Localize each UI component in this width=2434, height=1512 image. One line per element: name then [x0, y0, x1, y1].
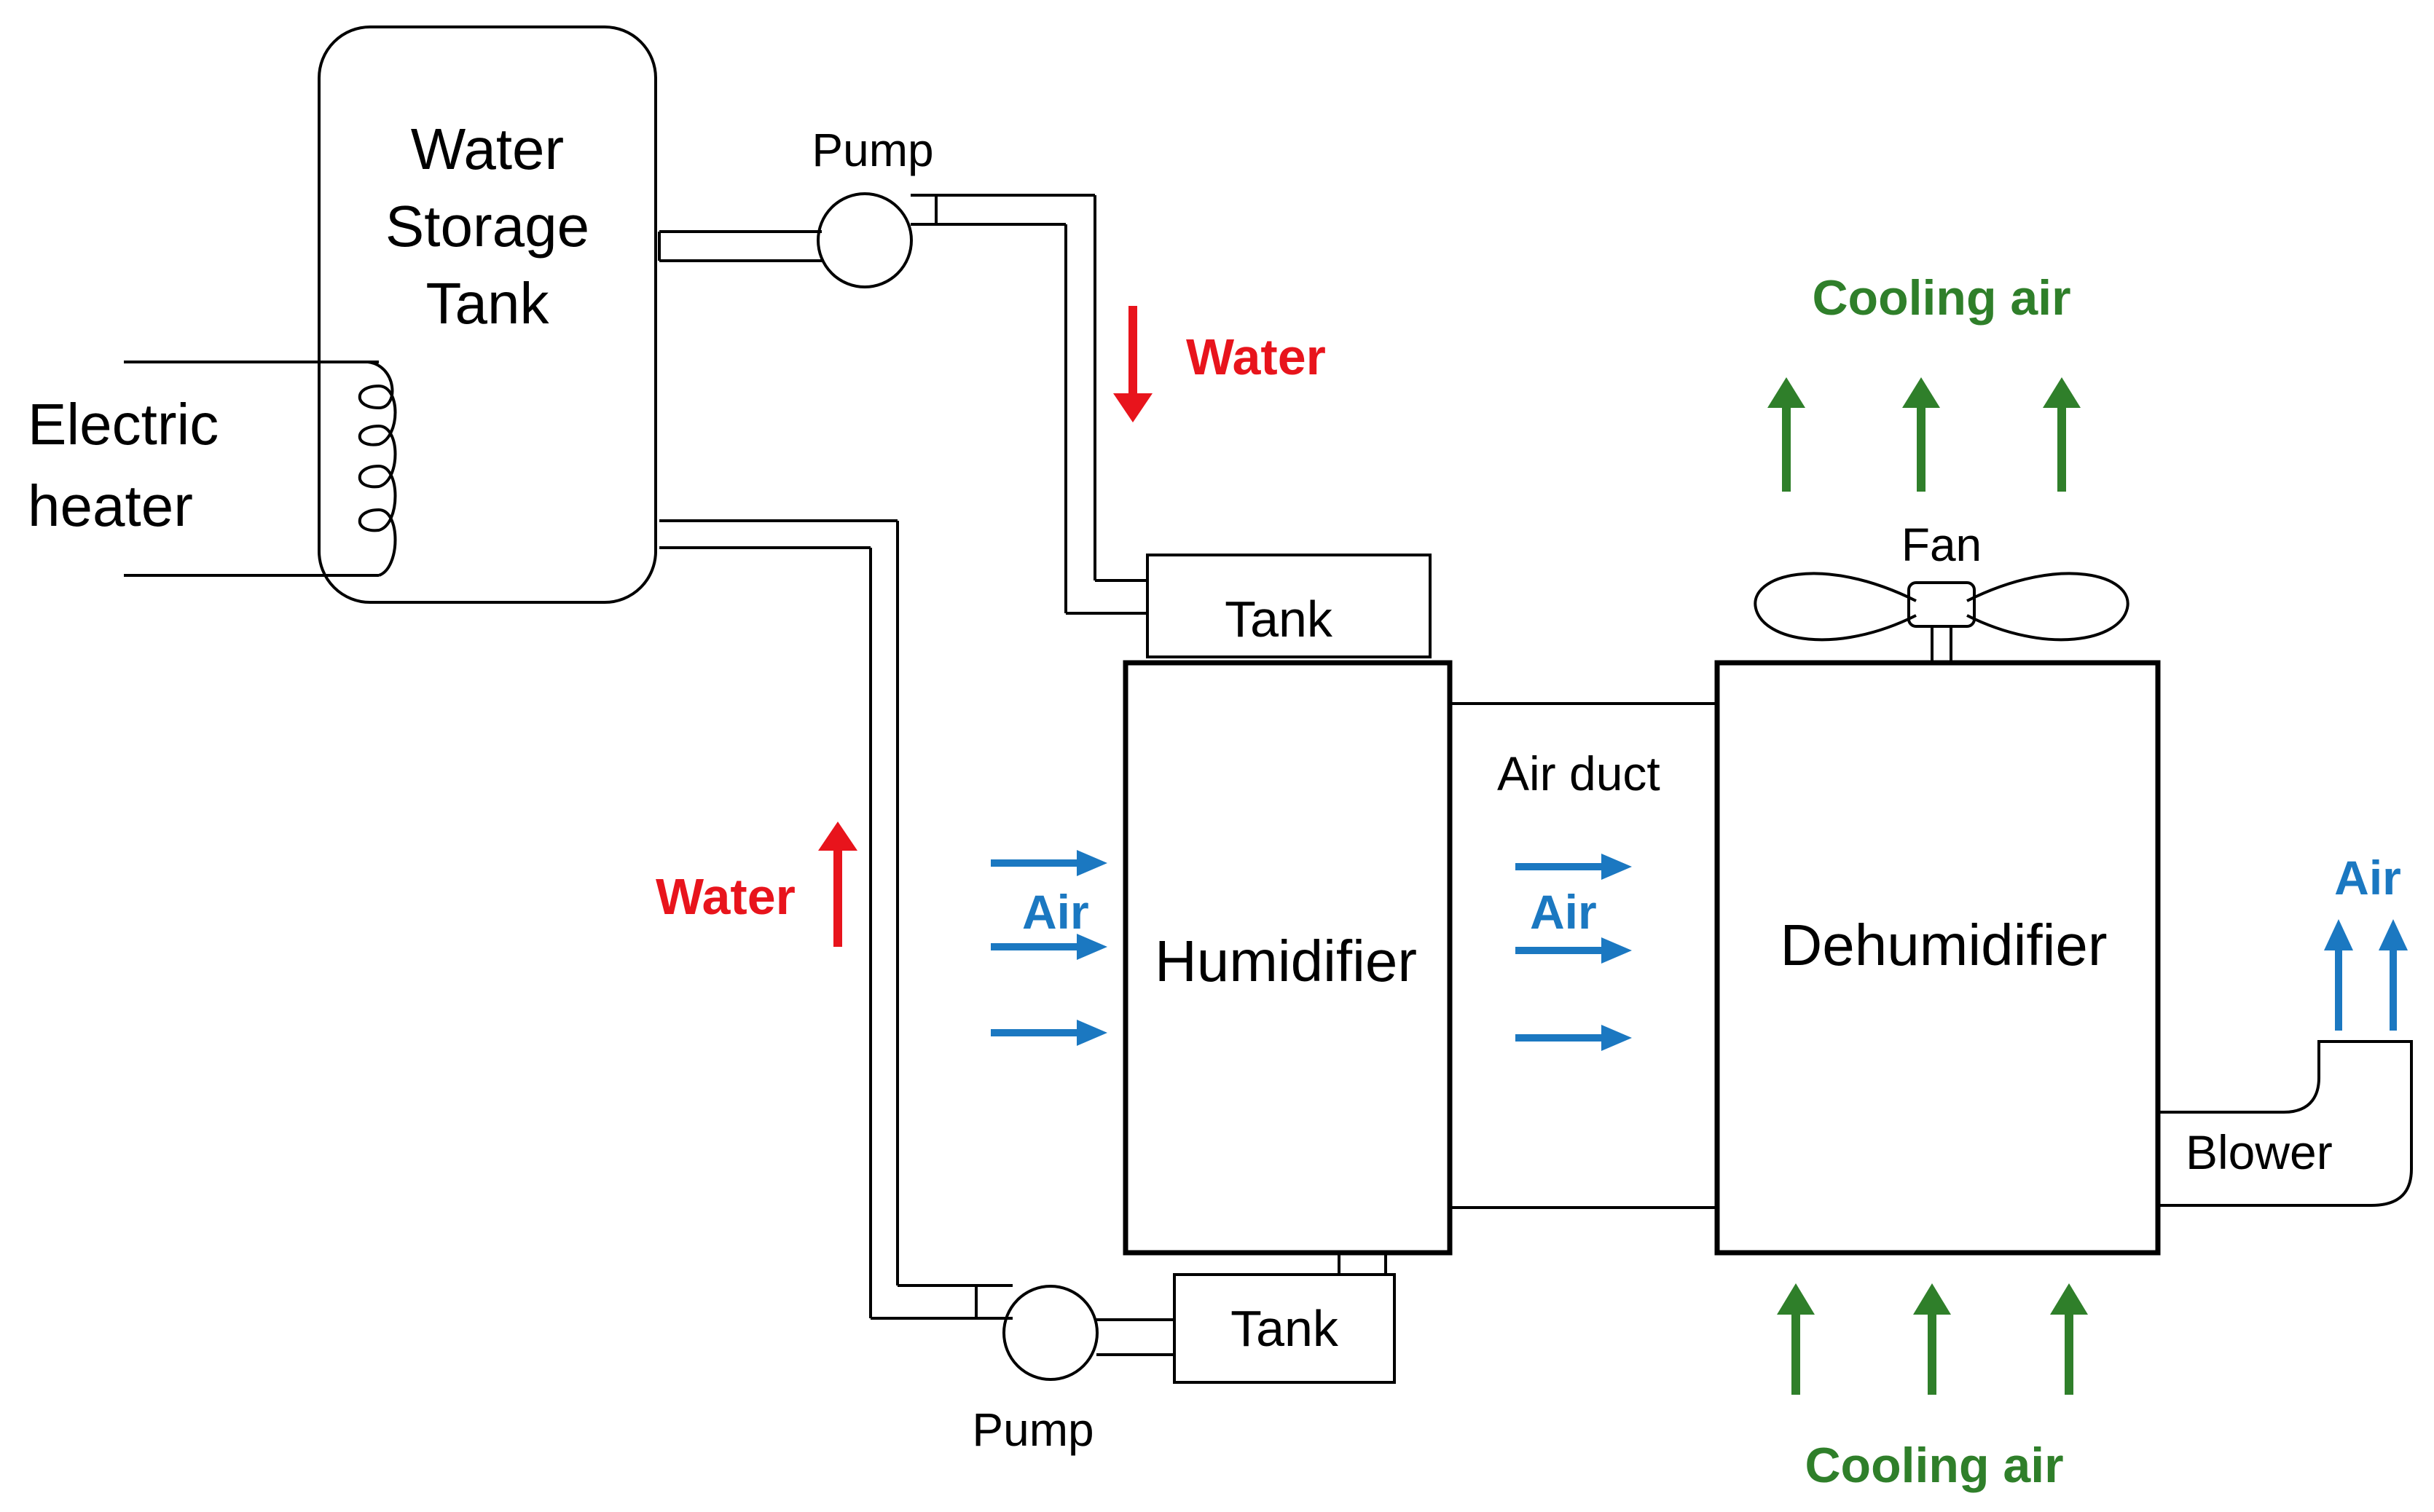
water-up-arrow: [818, 822, 857, 947]
water-down-arrow: [1113, 306, 1153, 422]
pump-tank-pipe: [1096, 1318, 1174, 1356]
electric-heater-label-2: heater: [28, 473, 193, 538]
cooling-air-top-label: Cooling air: [1812, 270, 2070, 326]
fan-label: Fan: [1901, 519, 1982, 571]
return-pipe: [659, 519, 1013, 1320]
duct-air-arrows: [1515, 854, 1632, 1051]
tank-top: [1146, 554, 1432, 658]
water-down-label: Water: [1186, 328, 1326, 385]
air-duct: [1450, 702, 1717, 1209]
fan-icon: [1754, 572, 2129, 663]
pump-bottom: [1002, 1285, 1099, 1381]
dehumidifier: [1714, 660, 2161, 1256]
tank-bottom-label: Tank: [1230, 1300, 1339, 1357]
pump-bottom-label: Pump: [972, 1403, 1094, 1456]
blower-label: Blower: [2186, 1125, 2333, 1179]
cooling-air-bottom-label: Cooling air: [1805, 1438, 2063, 1493]
humidifier: [1123, 660, 1453, 1256]
tank-top-label: Tank: [1225, 591, 1333, 647]
electric-heater-coil: [124, 361, 397, 577]
water-storage-tank: [318, 25, 657, 604]
exit-air-arrows: [2324, 919, 2408, 1031]
blower: [2158, 1040, 2413, 1207]
water-storage-tank-label-3: Tank: [426, 271, 550, 336]
pump-top-label: Pump: [812, 124, 933, 176]
air-inlet-arrows: [991, 850, 1107, 1046]
water-up-label: Water: [656, 868, 796, 925]
pump-top: [817, 192, 913, 288]
electric-heater-label-1: Electric: [28, 392, 219, 457]
supply-pipe: [658, 194, 1147, 615]
air-inlet-label: Air: [1022, 885, 1089, 939]
humidifier-label: Humidifier: [1155, 929, 1417, 993]
dehumidifier-label: Dehumidifier: [1780, 913, 2107, 977]
air-duct-label: Air duct: [1497, 747, 1660, 800]
tank-bottom: [1173, 1273, 1396, 1384]
water-storage-tank-label-1: Water: [411, 117, 564, 181]
cooling-air-top-arrows: [1767, 377, 2081, 492]
water-storage-tank-label-2: Storage: [385, 194, 589, 259]
humidifier-drain: [1338, 1253, 1387, 1275]
cooling-air-bottom-arrows: [1777, 1283, 2088, 1395]
duct-air-label: Air: [1530, 885, 1597, 939]
exit-air-label: Air: [2334, 851, 2401, 905]
